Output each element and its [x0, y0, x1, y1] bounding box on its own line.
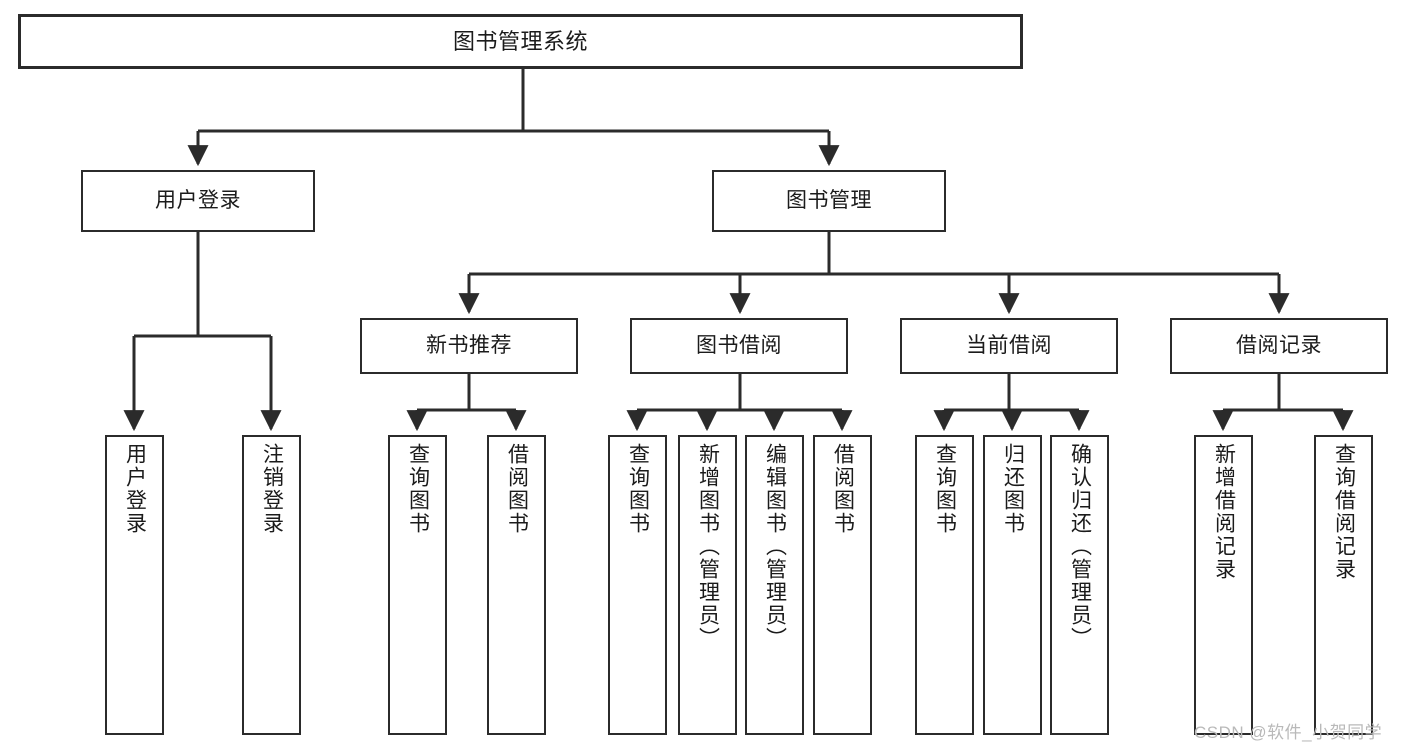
node-leaf-edit-book-label: 编辑图书（管理员）: [763, 443, 787, 650]
node-leaf-query-book-1-label: 查询图书: [406, 443, 430, 535]
node-new-book-rec-label: 新书推荐: [426, 333, 512, 357]
node-user-login-label: 用户登录: [155, 188, 241, 212]
node-leaf-user-login-label: 用户登录: [123, 443, 147, 535]
node-leaf-add-record-label: 新增借阅记录: [1212, 443, 1236, 581]
node-root-label: 图书管理系统: [452, 28, 588, 54]
watermark: CSDN @软件_小贺同学: [1194, 723, 1383, 742]
node-book-borrow-label: 图书借阅: [696, 333, 782, 357]
node-leaf-query-book-2[interactable]: 查询图书: [608, 435, 667, 735]
node-leaf-user-login[interactable]: 用户登录: [105, 435, 164, 735]
node-leaf-query-record-label: 查询借阅记录: [1332, 443, 1356, 581]
node-new-book-rec[interactable]: 新书推荐: [360, 318, 578, 374]
node-book-manage-label: 图书管理: [786, 188, 872, 212]
node-leaf-borrow-book-2-label: 借阅图书: [831, 443, 855, 535]
node-leaf-query-book-3[interactable]: 查询图书: [915, 435, 974, 735]
node-leaf-confirm-return[interactable]: 确认归还（管理员）: [1050, 435, 1109, 735]
node-leaf-return-book[interactable]: 归还图书: [983, 435, 1042, 735]
node-leaf-add-book-label: 新增图书（管理员）: [696, 443, 720, 650]
node-book-borrow[interactable]: 图书借阅: [630, 318, 848, 374]
node-leaf-logout[interactable]: 注销登录: [242, 435, 301, 735]
node-leaf-borrow-book-1-label: 借阅图书: [505, 443, 529, 535]
node-user-login[interactable]: 用户登录: [81, 170, 315, 232]
node-leaf-query-record[interactable]: 查询借阅记录: [1314, 435, 1373, 735]
node-leaf-confirm-return-label: 确认归还（管理员）: [1068, 443, 1092, 650]
node-book-manage[interactable]: 图书管理: [712, 170, 946, 232]
node-leaf-add-book[interactable]: 新增图书（管理员）: [678, 435, 737, 735]
node-leaf-query-book-2-label: 查询图书: [626, 443, 650, 535]
node-current-borrow[interactable]: 当前借阅: [900, 318, 1118, 374]
node-leaf-return-book-label: 归还图书: [1001, 443, 1025, 535]
node-leaf-borrow-book-1[interactable]: 借阅图书: [487, 435, 546, 735]
node-current-borrow-label: 当前借阅: [966, 333, 1052, 357]
node-leaf-query-book-1[interactable]: 查询图书: [388, 435, 447, 735]
node-leaf-add-record[interactable]: 新增借阅记录: [1194, 435, 1253, 735]
node-borrow-record[interactable]: 借阅记录: [1170, 318, 1388, 374]
node-leaf-edit-book[interactable]: 编辑图书（管理员）: [745, 435, 804, 735]
node-leaf-query-book-3-label: 查询图书: [933, 443, 957, 535]
node-root[interactable]: 图书管理系统: [18, 14, 1023, 69]
node-borrow-record-label: 借阅记录: [1236, 333, 1322, 357]
node-leaf-logout-label: 注销登录: [260, 443, 284, 535]
node-leaf-borrow-book-2[interactable]: 借阅图书: [813, 435, 872, 735]
